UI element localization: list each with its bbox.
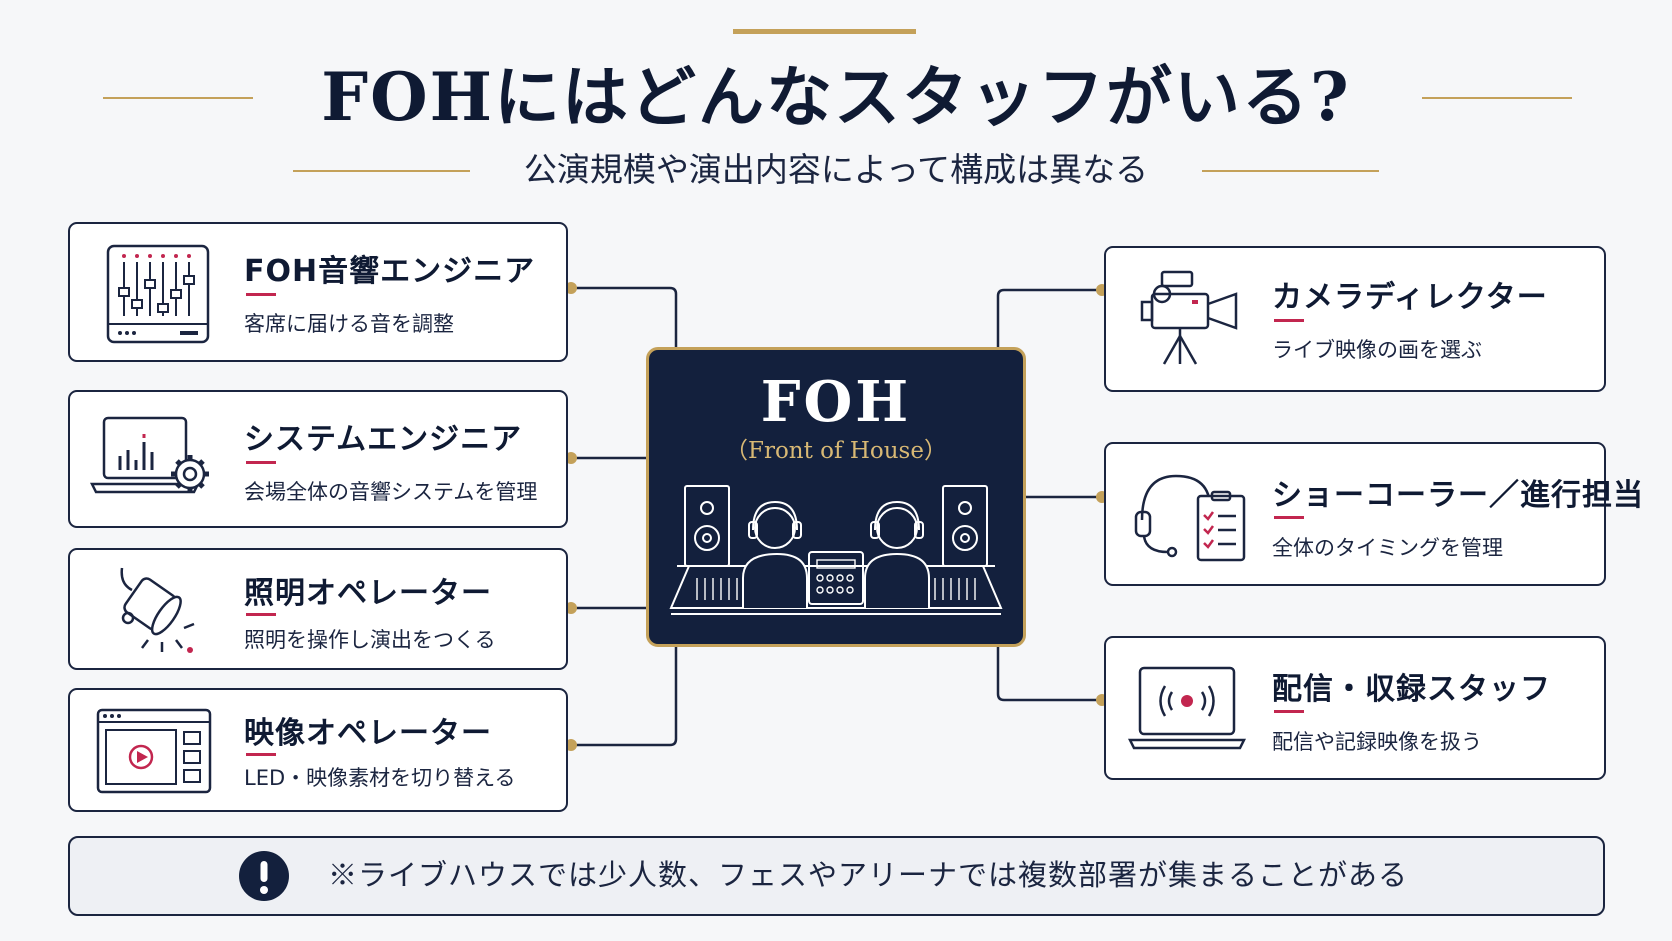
title-right-rule	[1422, 97, 1572, 99]
connector-foh-audio	[571, 286, 678, 347]
role-name: カメラディレクター	[1272, 280, 1548, 315]
role-accent-bar	[1274, 710, 1304, 713]
connector-dot	[565, 739, 577, 751]
laptop-gear-icon	[90, 416, 209, 494]
subtitle-left-rule	[293, 170, 470, 172]
mixing-console-engineers-icon	[669, 485, 1003, 615]
title-row: FOHにはどんなスタッフがいる?	[0, 52, 1672, 142]
role-card-show-caller: ショーコーラー／進行担当 全体のタイミングを管理	[1104, 442, 1643, 586]
center-title: FOH	[760, 369, 912, 435]
exclamation-icon	[239, 851, 289, 901]
center-subtitle: （Front of House）	[725, 438, 947, 464]
role-name: ショーコーラー／進行担当	[1272, 478, 1644, 513]
role-description: ライブ映像の画を選ぶ	[1272, 338, 1482, 362]
top-gold-bar	[733, 29, 916, 34]
role-accent-bar	[1274, 516, 1304, 519]
role-name: 照明オペレーター	[244, 576, 492, 611]
note-text: ※ライブハウスでは少人数、フェスやアリーナでは複数部署が集まることがある	[328, 858, 1409, 892]
role-description: LED・映像素材を切り替える	[244, 766, 516, 790]
connector-dot	[565, 282, 577, 294]
title-left-rule	[103, 97, 253, 99]
role-accent-bar	[1274, 319, 1304, 322]
subtitle-right-rule	[1202, 170, 1379, 172]
connector-dot	[565, 452, 577, 464]
role-name: 映像オペレーター	[244, 716, 492, 751]
role-accent-bar	[246, 613, 276, 616]
page-subtitle: 公演規模や演出内容によって構成は異なる	[523, 150, 1149, 189]
video-camera-icon	[1140, 270, 1238, 365]
mixer-faders-icon	[106, 244, 210, 344]
connector-streaming	[996, 647, 1102, 702]
headset-clipboard-icon	[1134, 474, 1246, 562]
role-card-lighting-operator: 照明オペレーター 照明を操作し演出をつくる	[68, 548, 568, 670]
role-accent-bar	[246, 753, 276, 756]
role-card-system-engineer: システムエンジニア 会場全体の音響システムを管理	[68, 390, 568, 528]
role-accent-bar	[246, 293, 276, 296]
role-description: 客席に届ける音を調整	[244, 312, 454, 336]
note-banner: ※ライブハウスでは少人数、フェスやアリーナでは複数部署が集まることがある	[68, 836, 1605, 916]
role-description: 会場全体の音響システムを管理	[244, 480, 538, 504]
laptop-broadcast-icon	[1128, 666, 1246, 750]
page-title: FOHにはどんなスタッフがいる?	[321, 58, 1351, 136]
role-name: FOH音響エンジニア	[244, 254, 536, 289]
role-name: 配信・収録スタッフ	[1272, 672, 1551, 707]
role-description: 配信や記録映像を扱う	[1272, 730, 1482, 754]
role-card-streaming-staff: 配信・収録スタッフ 配信や記録映像を扱う	[1104, 636, 1606, 780]
role-card-camera-director: カメラディレクター ライブ映像の画を選ぶ	[1104, 246, 1606, 392]
role-name: システムエンジニア	[244, 422, 523, 457]
connector-dot	[565, 602, 577, 614]
spotlight-icon	[120, 567, 195, 653]
connector-camera	[996, 288, 1102, 347]
role-card-foh-audio-engineer: FOH音響エンジニア 客席に届ける音を調整	[68, 222, 568, 362]
role-description: 全体のタイミングを管理	[1272, 536, 1503, 560]
connector-video	[571, 647, 678, 747]
video-screen-icon	[96, 708, 212, 794]
role-accent-bar	[246, 461, 276, 464]
subtitle-row: 公演規模や演出内容によって構成は異なる	[0, 148, 1672, 192]
role-card-video-operator: 映像オペレーター LED・映像素材を切り替える	[68, 688, 568, 812]
role-description: 照明を操作し演出をつくる	[244, 628, 496, 652]
foh-center-panel: FOH （Front of House）	[646, 347, 1026, 647]
